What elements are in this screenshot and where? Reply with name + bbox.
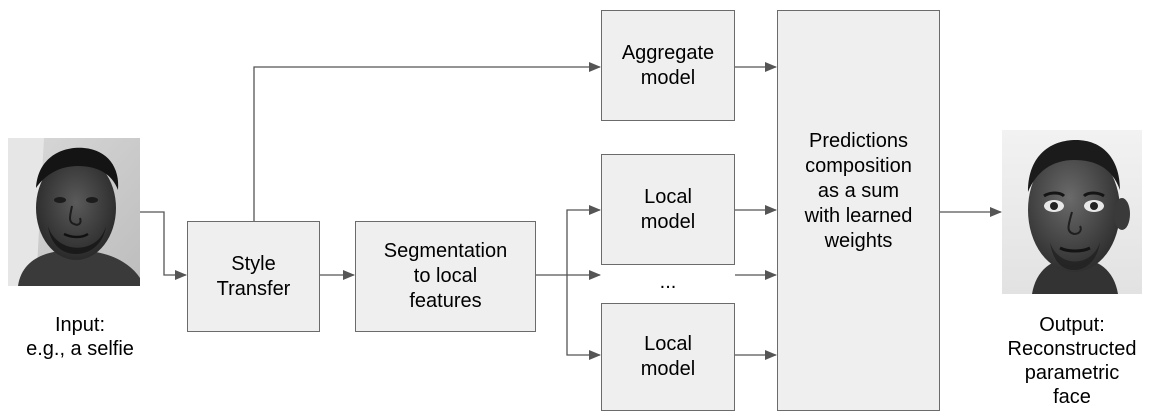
predictions-composition-box: Predictions composition as a sum with le… <box>777 10 940 411</box>
segmentation-box: Segmentation to local features <box>355 221 536 332</box>
style-transfer-box: Style Transfer <box>187 221 320 332</box>
arrow-style-to-aggregate <box>253 62 601 221</box>
local-model-top-box: Local model <box>601 154 735 265</box>
arrow-segmentation-to-local-top <box>566 205 601 275</box>
arrow-segmentation-to-local-bottom <box>566 275 601 360</box>
aggregate-model-box: Aggregate model <box>601 10 735 121</box>
more-local-models-ellipsis: ... <box>659 271 677 293</box>
output-caption: Output: Reconstructed parametric face <box>1007 314 1137 408</box>
input-selfie-image <box>8 138 140 286</box>
output-face-image <box>1002 130 1142 294</box>
arrow-input-to-style <box>140 211 187 280</box>
input-caption: Input: e.g., a selfie <box>26 314 134 360</box>
local-model-bottom-box: Local model <box>601 303 735 411</box>
